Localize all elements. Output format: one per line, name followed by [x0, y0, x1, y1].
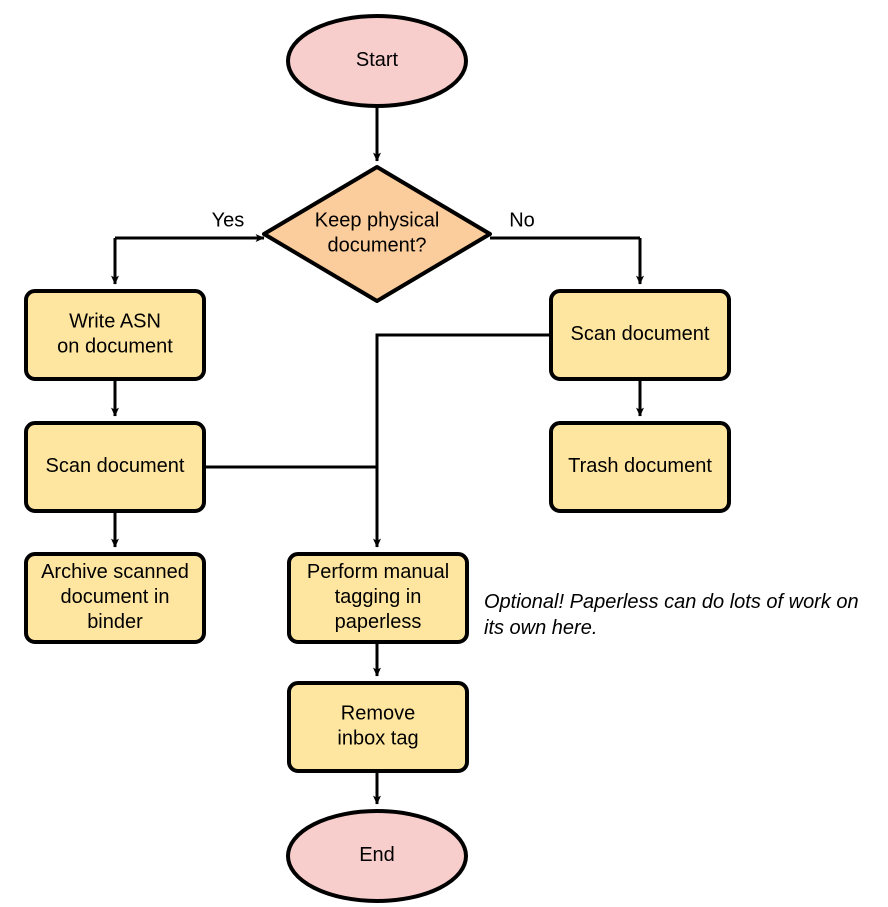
edge-labels-layer: Yes No: [212, 209, 535, 231]
flow-node-end[interactable]: End: [286, 809, 468, 903]
flow-edge: [373, 333, 551, 548]
edges-layer: [111, 106, 644, 805]
node-rect: [287, 681, 469, 773]
node-diamond: [262, 165, 492, 303]
node-rect: [24, 289, 206, 381]
node-label: End: [359, 844, 395, 866]
annotations-layer: Optional! Paperless can do lots of work …: [484, 591, 859, 639]
node-label: Trash document: [568, 455, 712, 477]
flow-node-scan-right[interactable]: Scan document: [549, 289, 731, 381]
node-rect: [24, 552, 206, 644]
node-rect: [549, 421, 731, 513]
node-ellipse: [286, 14, 468, 108]
edge-label-yes: Yes: [212, 209, 245, 231]
node-rect: [287, 552, 469, 644]
node-label: Scan document: [46, 455, 185, 477]
node-rect: [24, 421, 206, 513]
annotation-note: Optional! Paperless can do lots of work …: [484, 591, 859, 639]
node-ellipse: [286, 809, 468, 903]
node-label: Start: [356, 49, 399, 71]
edge-label-no: No: [509, 209, 535, 231]
flow-node-start[interactable]: Start: [286, 14, 468, 108]
node-label: Scan document: [571, 323, 710, 345]
flow-node-scan-left[interactable]: Scan document: [24, 421, 206, 513]
node-rect: [549, 289, 731, 381]
flow-node-trash[interactable]: Trash document: [549, 421, 731, 513]
